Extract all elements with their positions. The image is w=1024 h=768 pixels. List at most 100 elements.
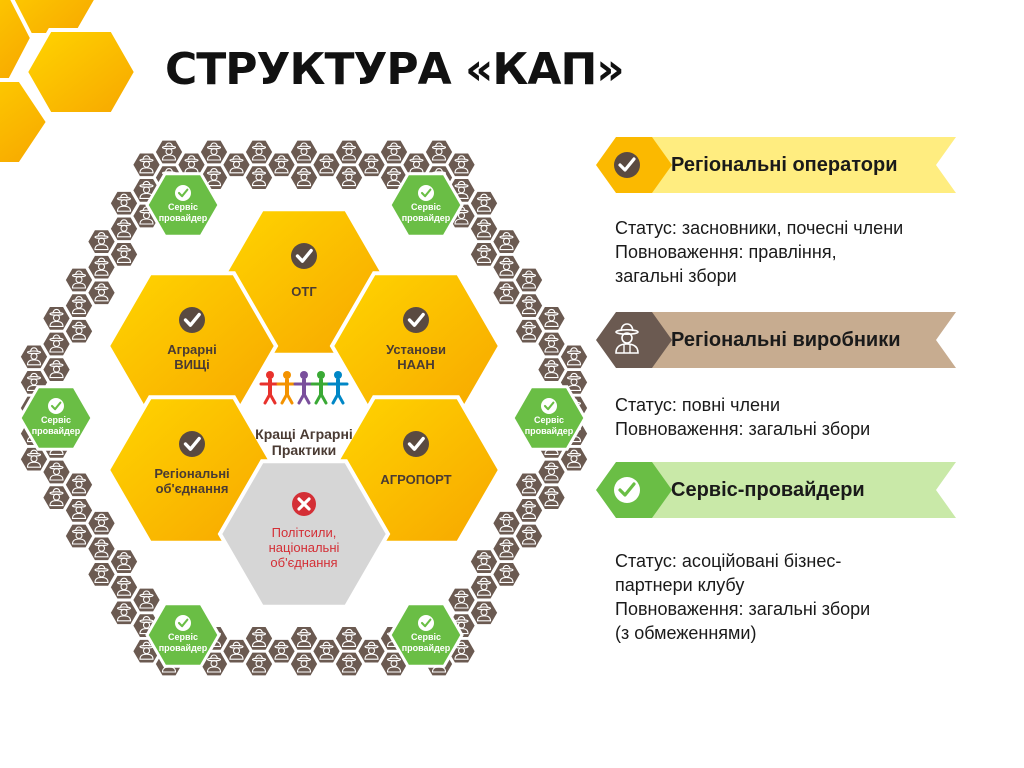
segment-label: об'єднання [270,555,337,570]
producer-hex [199,139,229,165]
farmer-icon [296,628,312,647]
farmer-icon [94,513,109,532]
farmer-icon [386,654,402,673]
producer-hex [536,459,567,485]
producer-hex [109,190,139,217]
service-provider-label: провайдер [402,213,451,223]
farmer-icon [251,142,267,161]
producer-hex [19,343,49,370]
farmer-icon [319,641,334,660]
producer-hex [311,151,342,178]
producer-hex [109,548,139,575]
farmer-icon [251,628,267,647]
farmer-icon [341,628,357,647]
producer-hex [491,561,522,588]
farmer-icon [94,232,109,251]
service-provider-label: Сервіс [168,202,198,212]
farmer-icon [499,232,514,251]
check-icon [418,615,434,631]
farmer-icon [49,488,64,507]
producer-hex [86,228,117,255]
farmer-icon [71,296,87,315]
farmer-icon [341,654,357,673]
farmer-icon [521,526,537,545]
farmer-icon [139,590,154,609]
farmer-icon [251,654,267,673]
legend-description-regional-producers: Статус: повні члени Повноваження: загаль… [615,393,870,441]
service-provider-label: провайдер [402,643,451,653]
service-provider-label: Сервіс [411,202,441,212]
farmer-icon [544,360,559,379]
producer-hex [266,151,297,178]
legend-regional-operators: Регіональні оператори [596,137,956,193]
farmer-icon [521,500,537,519]
farmer-icon [94,257,109,276]
farmer-icon [71,475,87,494]
farmer-icon [476,244,492,263]
logo-figure [276,371,298,405]
farmer-icon [341,142,357,161]
producer-hex [356,151,387,178]
segment-label: об'єднання [156,481,229,496]
producer-hex [41,459,72,485]
farmer-icon [386,142,402,161]
farmer-icon [161,142,177,161]
producer-hex [109,215,139,242]
farmer-icon [476,193,492,212]
legend-label: Регіональні оператори [671,154,898,176]
producer-hex [514,471,544,498]
producer-hex [356,638,387,665]
farmer-icon [296,142,312,161]
producer-hex [424,139,454,165]
service-provider-label: провайдер [32,426,81,436]
farmer-icon [71,321,87,340]
producer-hex [469,599,499,626]
farmer-icon [544,308,559,327]
farmer-icon [94,564,109,583]
producer-hex [514,292,544,319]
producer-hex [154,139,184,165]
producer-hex [221,638,252,665]
check-icon [403,431,429,457]
farmer-icon [71,270,87,289]
farmer-icon [544,488,559,507]
farmer-icon [364,155,379,174]
legend-service-providers: Сервіс-провайдери [596,462,956,518]
check-icon [175,615,191,631]
service-provider-label: провайдер [525,426,574,436]
check-icon [614,152,640,178]
farmer-icon [521,475,537,494]
description-line: (з обмеженнями) [615,623,757,643]
producer-hex [41,331,72,357]
service-provider-label: Сервіс [168,632,198,642]
producer-hex [41,484,72,511]
service-provider-label: провайдер [159,643,208,653]
farmer-icon [71,526,87,545]
producer-hex [536,356,567,383]
check-icon [291,243,317,269]
farmer-icon [71,500,87,519]
cross-icon [292,492,316,516]
producer-hex [109,241,139,268]
farmer-icon [116,577,132,596]
description-line: Статус: повні члени [615,395,781,415]
producer-hex [491,535,522,562]
producer-hex [289,139,319,165]
check-icon [179,307,205,333]
farmer-icon [521,321,537,340]
producer-hex [86,254,117,281]
logo-figure [293,371,315,405]
farmer-icon [49,334,64,353]
producer-hex [491,279,522,306]
segment-label: АГРОПОРТ [380,472,451,487]
producer-hex [64,267,94,293]
description-line: Повноваження: загальні збори [615,599,871,619]
producer-hex [334,625,364,652]
producer-hex [446,151,477,178]
producer-hex [559,343,589,370]
producer-hex [334,164,364,191]
producer-hex [334,651,364,677]
farmer-icon [139,641,154,660]
